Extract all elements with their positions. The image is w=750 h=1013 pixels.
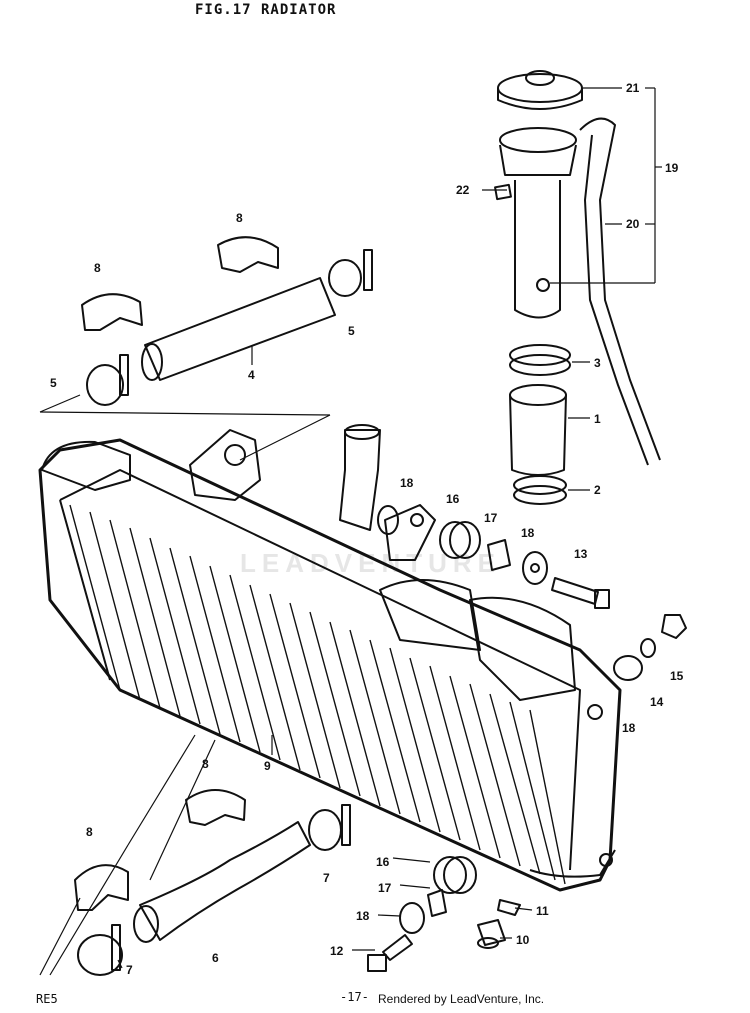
neck-clamp-upper — [509, 344, 571, 376]
callout-label: 18 — [622, 721, 636, 735]
callout-label: 15 — [670, 669, 684, 683]
callout-label: 5 — [348, 324, 355, 338]
bolt-13 — [551, 577, 610, 609]
callout-label: 10 — [516, 933, 530, 947]
callout-label: 19 — [665, 161, 679, 175]
page-number: -17- — [340, 990, 369, 1004]
nut-15 — [661, 614, 687, 639]
drain-plug-10 — [477, 919, 506, 949]
callout-label: 8 — [202, 757, 209, 771]
hose-protector-upper-a — [81, 293, 143, 331]
hose-clamp-upper-left — [86, 354, 129, 406]
radiator-core — [38, 424, 622, 892]
callout-label: 8 — [94, 261, 101, 275]
callout-label: 13 — [574, 547, 588, 561]
washer-18-b — [522, 551, 548, 585]
callout-label: 2 — [594, 483, 601, 497]
lower-hose — [133, 821, 311, 943]
overflow-tube — [579, 117, 661, 466]
callout-label: 17 — [484, 511, 498, 525]
callout-label: 16 — [376, 855, 390, 869]
washer-18-a — [377, 505, 399, 535]
callout-label: 5 — [50, 376, 57, 390]
hose-protector-upper-b — [217, 236, 279, 273]
washer-18-d — [399, 902, 425, 934]
callout-label: 4 — [248, 368, 255, 382]
callout-label: 18 — [356, 909, 370, 923]
callout-label: 17 — [378, 881, 392, 895]
callout-label: 9 — [264, 759, 271, 773]
callout-label: 6 — [212, 951, 219, 965]
grommet-16-a — [439, 521, 481, 559]
render-credit: Rendered by LeadVenture, Inc. — [378, 992, 545, 1006]
figure-title: FIG.17 RADIATOR — [195, 2, 337, 18]
washer-14 — [640, 638, 656, 658]
hose-clamp-lower-right — [308, 804, 351, 851]
callout-label: 16 — [446, 492, 460, 506]
collar-17-b — [427, 889, 447, 917]
washer-18-c — [613, 655, 643, 681]
callout-label: 12 — [330, 944, 344, 958]
callout-label: 22 — [456, 183, 470, 197]
diagram-code: RE5 — [36, 992, 58, 1006]
callout-label: 11 — [536, 904, 549, 918]
neck-clamp-lower — [513, 475, 567, 505]
callout-labels: 21 19 20 22 8 8 5 5 4 3 1 2 18 16 17 18 … — [50, 81, 684, 977]
hose-protector-lower-a — [185, 789, 246, 826]
callout-label: 18 — [400, 476, 414, 490]
clip-11 — [497, 899, 521, 916]
hose-clamp-lower-left — [77, 924, 123, 976]
bolt-12 — [367, 934, 413, 972]
callout-label: 3 — [594, 356, 601, 370]
callout-label: 21 — [626, 81, 640, 95]
radiator-cap — [497, 70, 583, 110]
hose-protector-lower-b — [74, 864, 129, 911]
grommet-16-b — [433, 856, 477, 894]
hose-clamp-upper-right — [328, 249, 373, 297]
callout-label: 18 — [521, 526, 535, 540]
neck-hose — [509, 384, 567, 476]
callout-label: 7 — [323, 871, 330, 885]
callout-label: 1 — [594, 412, 601, 426]
callout-label: 8 — [236, 211, 243, 225]
collar-17-a — [487, 539, 511, 571]
filler-neck — [494, 127, 577, 319]
callout-label: 20 — [626, 217, 640, 231]
upper-hose — [141, 277, 336, 381]
callout-label: 8 — [86, 825, 93, 839]
watermark: LEADVENTURE — [240, 548, 502, 578]
callout-label: 14 — [650, 695, 664, 709]
callout-label: 7 — [126, 963, 133, 977]
